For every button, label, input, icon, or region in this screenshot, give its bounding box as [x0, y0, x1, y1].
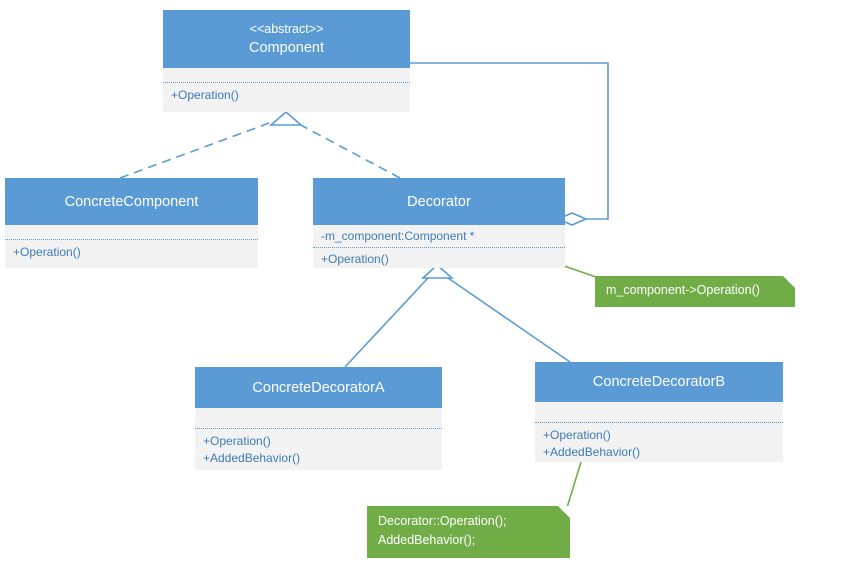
class-attributes-concretedecoratorb: [535, 402, 783, 422]
note-line: AddedBehavior();: [378, 533, 476, 547]
class-attribute-item: -m_component:Component *: [321, 229, 475, 243]
class-name-concretedecoratorb: ConcreteDecoratorB: [592, 374, 726, 390]
class-attributes-component: [163, 68, 410, 82]
class-stereotype-component: <<abstract>>: [249, 21, 324, 36]
note-concretedecoratorb[interactable]: Decorator::Operation(); AddedBehavior();: [367, 506, 570, 558]
note-line: Decorator::Operation();: [378, 514, 507, 528]
class-operations-concretedecoratorb: +Operation() +AddedBehavior(): [535, 422, 783, 464]
edge-note-leader-concretedecoratorb: [565, 461, 582, 512]
edge-concretedecoratorb-extends-decorator: [447, 277, 571, 363]
class-operations-concretecomponent: +Operation(): [5, 239, 258, 264]
note-line: m_component->Operation(): [606, 283, 760, 297]
edge-concretecomponent-realizes-component: [119, 121, 273, 179]
class-operation-item: +Operation(): [203, 434, 271, 448]
class-operations-decorator: +Operation(): [313, 247, 565, 271]
class-header-concretedecoratora: ConcreteDecoratorA: [195, 367, 442, 408]
class-operation-item: +AddedBehavior(): [203, 451, 301, 465]
class-operation-item: +Operation(): [321, 252, 389, 266]
class-header-concretedecoratorb: ConcreteDecoratorB: [535, 362, 783, 402]
edge-concretedecoratora-extends-decorator: [344, 277, 429, 368]
class-header-decorator: Decorator: [313, 178, 565, 225]
class-header-component: <<abstract>> Component: [163, 10, 410, 68]
class-box-concretedecoratorb[interactable]: ConcreteDecoratorB +Operation() +AddedBe…: [535, 362, 783, 462]
class-attributes-concretecomponent: [5, 225, 258, 239]
class-name-concretecomponent: ConcreteComponent: [64, 193, 199, 210]
class-operation-item: +Operation(): [171, 88, 239, 102]
class-operations-concretedecoratora: +Operation() +AddedBehavior(): [195, 428, 442, 470]
arrowhead-hollow-triangle-component: [268, 110, 304, 126]
class-operation-item: +AddedBehavior(): [543, 445, 641, 459]
class-operations-component: +Operation(): [163, 82, 410, 107]
edge-decorator-realizes-component: [294, 121, 401, 179]
class-header-concretecomponent: ConcreteComponent: [5, 178, 258, 225]
class-operation-item: +Operation(): [13, 245, 81, 259]
class-box-component[interactable]: <<abstract>> Component +Operation(): [163, 10, 410, 112]
class-name-decorator: Decorator: [407, 193, 471, 210]
class-operation-item: +Operation(): [543, 428, 611, 442]
class-name-concretedecoratora: ConcreteDecoratorA: [252, 379, 385, 396]
note-fold-corner-icon: [783, 276, 795, 288]
note-decorator-operation[interactable]: m_component->Operation(): [595, 276, 795, 307]
class-box-concretedecoratora[interactable]: ConcreteDecoratorA +Operation() +AddedBe…: [195, 367, 442, 470]
note-fold-corner-icon: [558, 506, 570, 518]
class-attributes-concretedecoratora: [195, 408, 442, 428]
class-box-concretecomponent[interactable]: ConcreteComponent +Operation(): [5, 178, 258, 268]
class-box-decorator[interactable]: Decorator -m_component:Component * +Oper…: [313, 178, 565, 268]
class-name-component: Component: [249, 39, 324, 56]
class-attributes-decorator: -m_component:Component *: [313, 225, 565, 247]
